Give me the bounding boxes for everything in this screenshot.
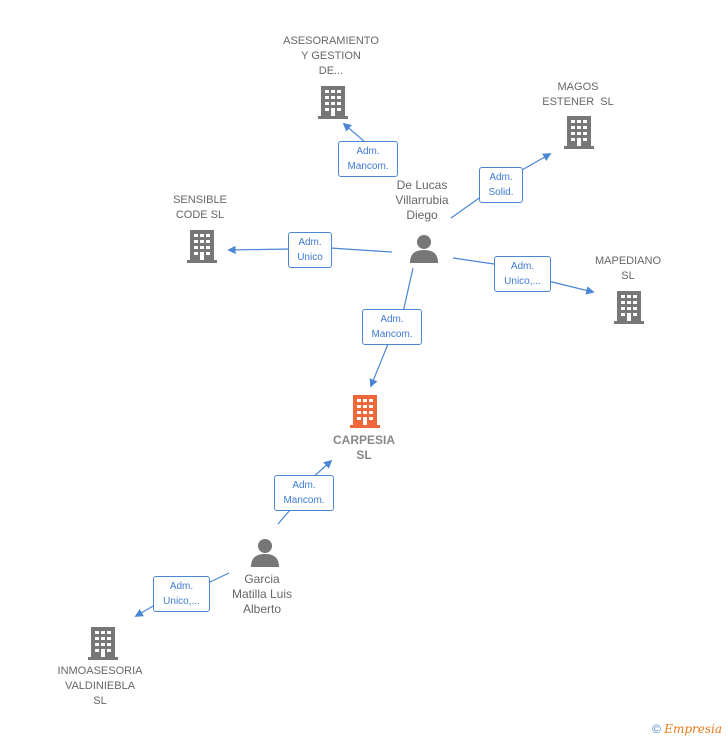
building-icon[interactable] bbox=[614, 289, 644, 325]
building-icon[interactable] bbox=[88, 625, 118, 661]
relation-label[interactable]: Adm. Unico,... bbox=[494, 256, 551, 292]
label-line: SL bbox=[93, 695, 107, 707]
relation-detail: Unico,... bbox=[504, 276, 541, 287]
relation-type: Adm. bbox=[510, 261, 535, 272]
relation-label[interactable]: Adm. Solid. bbox=[479, 167, 523, 203]
company-label-carpesia[interactable]: CARPESIA SL bbox=[299, 433, 429, 463]
label-line: SL bbox=[356, 448, 372, 462]
person-icon[interactable] bbox=[409, 233, 439, 263]
company-label-asesoramiento[interactable]: ASESORAMIENTO Y GESTION DE... bbox=[266, 34, 396, 79]
relation-type: Adm. bbox=[356, 146, 380, 157]
label-line: Diego bbox=[406, 208, 438, 222]
label-line: Villarrubia bbox=[395, 193, 449, 207]
label-line: MAGOS bbox=[557, 81, 599, 93]
label-line: Matilla Luis bbox=[231, 587, 293, 601]
label-line: ASESORAMIENTO bbox=[283, 35, 379, 47]
person-label-delucas[interactable]: De Lucas Villarrubia Diego bbox=[367, 178, 477, 223]
building-icon[interactable] bbox=[187, 228, 217, 264]
relation-detail: Unico,... bbox=[163, 596, 200, 607]
relation-detail: Mancom. bbox=[371, 329, 413, 340]
relation-type: Adm. bbox=[298, 237, 322, 248]
label-line: Alberto bbox=[242, 602, 282, 616]
label-line: ESTENER SL bbox=[542, 96, 614, 108]
label-line: Y GESTION bbox=[301, 50, 361, 62]
relation-detail: Mancom. bbox=[283, 495, 325, 506]
label-line: SENSIBLE bbox=[173, 194, 227, 206]
person-label-garcia[interactable]: Garcia Matilla Luis Alberto bbox=[207, 572, 317, 617]
brand-logo: Empresia bbox=[664, 722, 722, 736]
relation-label[interactable]: Adm. Mancom. bbox=[362, 309, 422, 345]
label-line: De Lucas bbox=[396, 178, 448, 192]
relation-type: Adm. bbox=[489, 172, 513, 183]
label-line: CARPESIA bbox=[332, 433, 395, 447]
label-line: CODE SL bbox=[175, 209, 225, 221]
relation-type: Adm. bbox=[292, 480, 316, 491]
relation-detail: Unico bbox=[297, 252, 323, 263]
label-line: DE... bbox=[318, 65, 344, 77]
relation-type: Adm. bbox=[169, 581, 194, 592]
company-label-inmoasesoria[interactable]: INMOASESORIA VALDINIEBLA SL bbox=[35, 664, 165, 709]
building-icon-main[interactable] bbox=[350, 393, 380, 429]
footer-credit[interactable]: © Empresia bbox=[652, 722, 722, 736]
label-line: INMOASESORIA bbox=[57, 665, 143, 677]
relation-detail: Mancom. bbox=[347, 161, 389, 172]
building-icon[interactable] bbox=[318, 84, 348, 120]
relation-label[interactable]: Adm. Unico bbox=[288, 232, 332, 268]
building-icon[interactable] bbox=[564, 114, 594, 150]
relation-label[interactable]: Adm. Unico,... bbox=[153, 576, 210, 612]
relation-detail: Solid. bbox=[488, 187, 514, 198]
label-line: VALDINIEBLA bbox=[64, 680, 136, 692]
company-label-mapediano[interactable]: MAPEDIANO SL bbox=[563, 254, 693, 284]
person-icon[interactable] bbox=[250, 537, 280, 567]
company-label-magos[interactable]: MAGOS ESTENER SL bbox=[513, 80, 643, 110]
relation-type: Adm. bbox=[380, 314, 404, 325]
relation-label[interactable]: Adm. Mancom. bbox=[274, 475, 334, 511]
label-line: SL bbox=[621, 270, 635, 282]
company-label-sensible[interactable]: SENSIBLE CODE SL bbox=[135, 193, 265, 223]
copyright-icon: © bbox=[652, 722, 661, 736]
label-line: MAPEDIANO bbox=[594, 255, 661, 267]
label-line: Garcia bbox=[244, 572, 280, 586]
relation-label[interactable]: Adm. Mancom. bbox=[338, 141, 398, 177]
